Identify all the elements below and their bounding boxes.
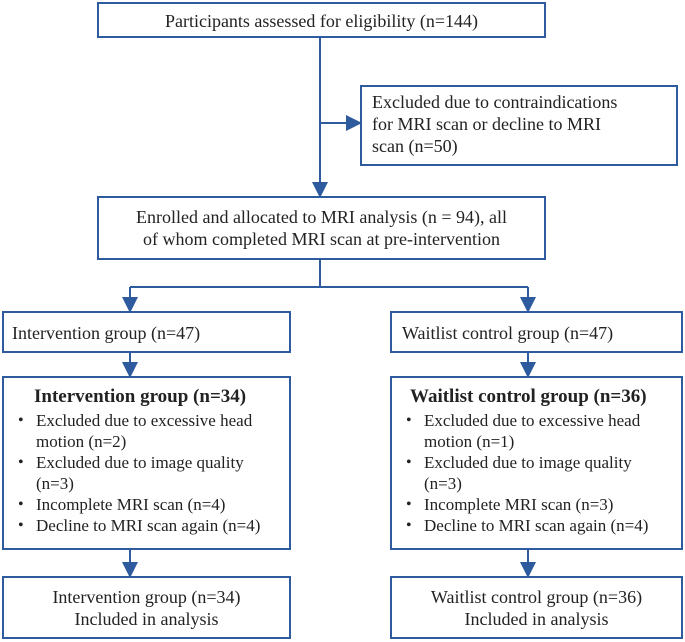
list-item: Incomplete MRI scan (n=4): [12, 494, 283, 515]
intervention-group-label: Intervention group (n=47): [12, 323, 201, 343]
waitlist-analysis-line-1: Waitlist control group (n=36): [430, 587, 643, 607]
list-item: Excluded due to excessive head motion (n…: [400, 410, 675, 452]
waitlist-analysis-box: Waitlist control group (n=36) Included i…: [390, 576, 683, 639]
list-item: Incomplete MRI scan (n=3): [400, 494, 675, 515]
intervention-detail-box: Intervention group (n=34) Excluded due t…: [2, 376, 291, 550]
excluded-line-3: scan (n=50): [372, 136, 458, 156]
list-item: Excluded due to excessive head motion (n…: [12, 410, 283, 452]
waitlist-detail-title: Waitlist control group (n=36): [410, 386, 647, 407]
excluded-line-2: for MRI scan or decline to MRI: [372, 114, 601, 134]
waitlist-group-label: Waitlist control group (n=47): [402, 323, 614, 343]
enrolled-line-1: Enrolled and allocated to MRI analysis (…: [135, 207, 508, 227]
intervention-analysis-box: Intervention group (n=34) Included in an…: [2, 576, 291, 639]
eligibility-text: Participants assessed for eligibility (n…: [164, 11, 479, 31]
excluded-box: Excluded due to contraindications for MR…: [360, 85, 678, 166]
list-item: Excluded due to image quality (n=3): [12, 452, 283, 494]
intervention-group-box: Intervention group (n=47): [2, 311, 291, 353]
list-item: Decline to MRI scan again (n=4): [12, 515, 283, 536]
intervention-analysis-line-1: Intervention group (n=34): [52, 587, 241, 607]
list-item: Excluded due to image quality (n=3): [400, 452, 675, 494]
intervention-detail-title: Intervention group (n=34): [34, 386, 247, 407]
enrolled-line-2: of whom completed MRI scan at pre-interv…: [143, 229, 500, 249]
waitlist-exclusion-list: Excluded due to excessive head motion (n…: [400, 410, 675, 536]
waitlist-analysis-line-2: Included in analysis: [464, 609, 609, 629]
excluded-line-1: Excluded due to contraindications: [372, 92, 618, 112]
intervention-analysis-line-2: Included in analysis: [74, 609, 219, 629]
waitlist-group-box: Waitlist control group (n=47): [390, 311, 683, 353]
list-item: Decline to MRI scan again (n=4): [400, 515, 675, 536]
waitlist-detail-box: Waitlist control group (n=36) Excluded d…: [390, 376, 683, 550]
enrolled-box: Enrolled and allocated to MRI analysis (…: [97, 196, 546, 260]
eligibility-box: Participants assessed for eligibility (n…: [97, 2, 546, 38]
intervention-exclusion-list: Excluded due to excessive head motion (n…: [12, 410, 283, 536]
